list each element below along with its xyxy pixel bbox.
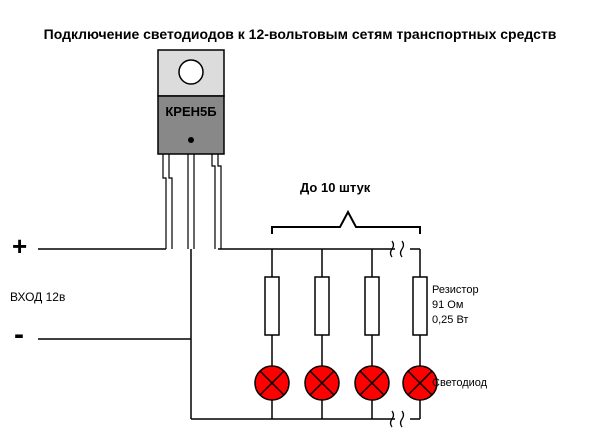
regulator-legs [162,154,222,249]
resistor-1 [264,276,280,336]
diagram-title: Подключение светодиодов к 12-вольтовым с… [43,26,557,42]
regulator-body [157,95,225,155]
resistors [264,276,428,336]
led-1 [254,365,290,401]
led-2 [304,365,340,401]
resistor-label: Резистор 91 Ом 0,25 Вт [432,284,479,326]
bus-break-top [389,240,405,258]
wires [38,248,421,420]
led-label: Светодиод [432,377,488,389]
leds [254,365,438,401]
regulator-label: КРЕН5Б [165,104,217,119]
led-4 [402,365,438,401]
resistor-4 [412,276,428,336]
regulator-mounting-hole [178,59,204,85]
resistor-3 [364,276,380,336]
input-voltage-label: ВХОД 12в [10,290,66,304]
regulator-pin1-dot [188,137,194,143]
count-brace [271,209,421,234]
resistor-2 [314,276,330,336]
bus-break-bottom [389,410,405,428]
input-minus-sign: - [14,318,24,351]
input-plus-sign: + [12,231,28,261]
led-count-label: До 10 штук [300,180,371,195]
led-3 [354,365,390,401]
